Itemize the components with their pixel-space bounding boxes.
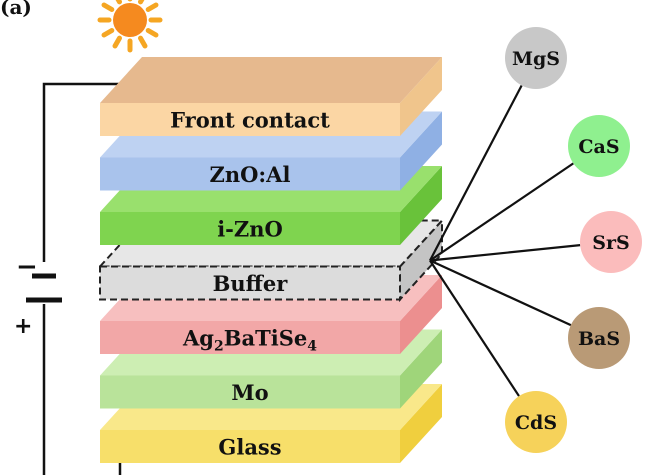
connector-line bbox=[429, 259, 520, 397]
layer-front-face bbox=[100, 157, 400, 191]
buffer-connectors bbox=[429, 84, 581, 397]
connector-line bbox=[429, 162, 574, 262]
battery-plus-sign: + bbox=[14, 314, 32, 339]
buffer-option-label: CdS bbox=[515, 412, 557, 434]
buffer-option-srs: SrS bbox=[580, 211, 642, 273]
layer-stack: Glass Mo Ag2BaTiSe4 Buffer i-ZnO ZnO:Al Front … bbox=[97, 57, 445, 463]
sun-ray bbox=[101, 2, 115, 12]
buffer-option-circle bbox=[568, 115, 630, 177]
layer-label: Buffer bbox=[213, 271, 289, 296]
buffer-option-circle bbox=[568, 307, 630, 369]
layer-side-face bbox=[400, 275, 442, 354]
layer-side-face bbox=[400, 329, 442, 409]
sun-ray bbox=[145, 28, 159, 38]
buffer-option-label: CaS bbox=[578, 136, 619, 158]
layer-label: i-ZnO bbox=[217, 217, 283, 242]
layer-front-face bbox=[100, 321, 400, 354]
sun-ray bbox=[145, 2, 159, 12]
layer-front-face bbox=[100, 212, 400, 245]
layer-label: Glass bbox=[218, 435, 281, 460]
sun-ray bbox=[138, 35, 148, 49]
layer-side-face bbox=[400, 166, 442, 245]
layer-side-face bbox=[400, 111, 442, 191]
sun-ray bbox=[112, 35, 122, 49]
buffer-option-cas: CaS bbox=[568, 115, 630, 177]
battery-icon bbox=[26, 273, 62, 303]
layer-front-face bbox=[100, 430, 400, 463]
sun-ray bbox=[138, 0, 145, 5]
layer-top-face bbox=[100, 57, 442, 103]
buffer-option-circle bbox=[505, 27, 567, 89]
buffer-option-label: MgS bbox=[512, 48, 560, 70]
sun-ray bbox=[115, 0, 122, 5]
buffer-option-circle bbox=[505, 391, 567, 453]
buffer-option-circle bbox=[580, 211, 642, 273]
layer-side-face bbox=[400, 384, 442, 463]
battery-minus-sign: − bbox=[16, 252, 38, 282]
buffer-options: MgS CaS SrS BaS CdS bbox=[505, 27, 642, 453]
layer-label: ZnO:Al bbox=[210, 162, 291, 187]
layer-front-face bbox=[99, 265, 401, 301]
sun-core bbox=[113, 3, 147, 37]
layer-label: Front contact bbox=[170, 108, 330, 133]
sun-icon bbox=[97, 0, 163, 53]
connector-line bbox=[429, 259, 572, 327]
buffer-option-label: BaS bbox=[578, 328, 620, 350]
layer-front: Front contact bbox=[100, 57, 442, 136]
buffer-option-cds: CdS bbox=[505, 391, 567, 453]
connector-line bbox=[429, 244, 581, 262]
layer-front-face bbox=[100, 375, 400, 409]
buffer-option-bas: BaS bbox=[568, 307, 630, 369]
layer-label: Mo bbox=[231, 380, 268, 405]
layer-side-face bbox=[400, 57, 442, 136]
layer-label: Ag2BaTiSe4 bbox=[182, 326, 317, 355]
sun-ray bbox=[101, 28, 115, 38]
layer-front-face bbox=[100, 103, 400, 136]
buffer-option-mgs: MgS bbox=[505, 27, 567, 89]
panel-label: (a) bbox=[0, 0, 32, 19]
buffer-option-label: SrS bbox=[592, 232, 629, 254]
connector-line bbox=[429, 84, 523, 262]
